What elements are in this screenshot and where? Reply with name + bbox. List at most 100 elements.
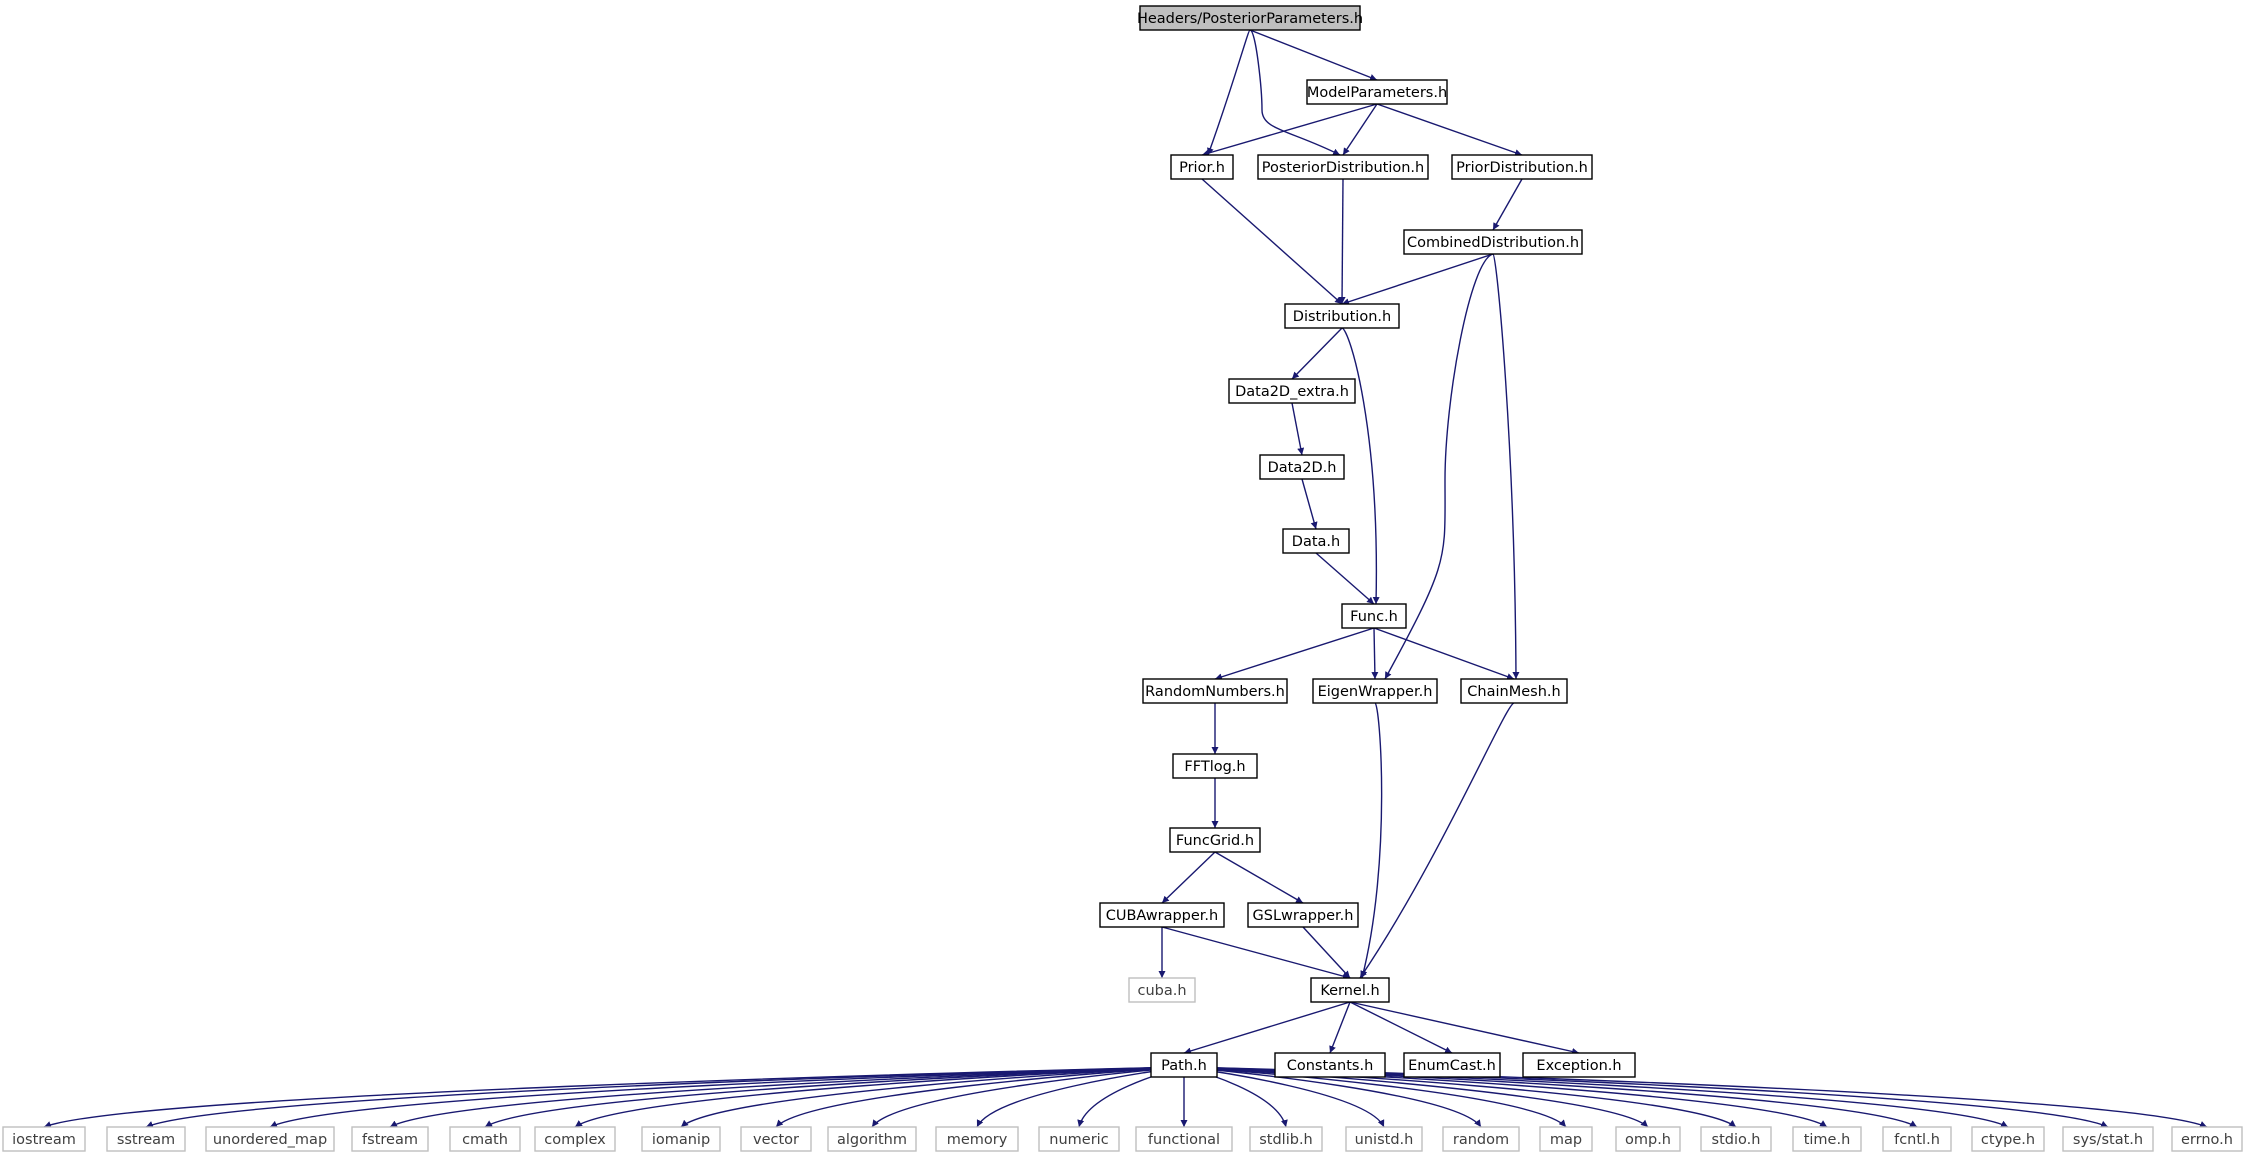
- node-ctype: ctype.h: [1971, 1126, 2045, 1152]
- node-functional: functional: [1135, 1126, 1233, 1152]
- node-chainmesh[interactable]: ChainMesh.h: [1460, 678, 1568, 704]
- node-box-gslwrapper: [1247, 902, 1359, 928]
- edge-func-to-chainmesh: [1373, 627, 1515, 680]
- node-label-distribution: Distribution.h: [1293, 309, 1391, 325]
- node-box-map: [1539, 1126, 1593, 1152]
- node-label-fftlog: FFTlog.h: [1184, 759, 1245, 775]
- node-box-unordered-map: [205, 1126, 335, 1152]
- node-kernel[interactable]: Kernel.h: [1310, 977, 1390, 1003]
- node-box-kernel: [1310, 977, 1390, 1003]
- node-label-priordistribution: PriorDistribution.h: [1456, 160, 1588, 176]
- node-eigenwrapper[interactable]: EigenWrapper.h: [1312, 678, 1438, 704]
- node-prior[interactable]: Prior.h: [1170, 154, 1234, 180]
- node-iomanip: iomanip: [641, 1126, 721, 1152]
- edge-priordistribution-to-combineddistribution: [1492, 178, 1523, 231]
- node-label-omp: omp.h: [1625, 1132, 1671, 1148]
- node-label-randomnumbers: RandomNumbers.h: [1145, 684, 1285, 700]
- edge-modelparameters-to-priordistribution: [1376, 103, 1523, 156]
- node-box-iomanip: [641, 1126, 721, 1152]
- edge-combineddistribution-to-eigenwrapper: [1384, 253, 1494, 680]
- node-label-algorithm: algorithm: [837, 1132, 907, 1148]
- node-memory: memory: [935, 1126, 1019, 1152]
- node-label-time: time.h: [1804, 1132, 1851, 1148]
- node-modelparameters[interactable]: ModelParameters.h: [1306, 79, 1448, 105]
- node-gslwrapper[interactable]: GSLwrapper.h: [1247, 902, 1359, 928]
- node-label-fstream: fstream: [362, 1132, 418, 1148]
- node-label-chainmesh: ChainMesh.h: [1467, 684, 1560, 700]
- node-posteriorparameters[interactable]: Headers/PosteriorParameters.h: [1137, 5, 1363, 31]
- node-stdio: stdio.h: [1700, 1126, 1772, 1152]
- node-box-exception: [1522, 1052, 1636, 1078]
- node-func[interactable]: Func.h: [1341, 603, 1407, 629]
- edge-kernel-to-constants: [1329, 1001, 1351, 1054]
- node-label-complex: complex: [544, 1132, 606, 1148]
- edge-func-to-randomnumbers: [1214, 627, 1375, 681]
- node-fcntl: fcntl.h: [1882, 1126, 1952, 1152]
- edge-kernel-to-exception: [1349, 1001, 1580, 1055]
- node-box-prior: [1170, 154, 1234, 180]
- node-unordered-map: unordered_map: [205, 1126, 335, 1152]
- node-box-chainmesh: [1460, 678, 1568, 704]
- node-box-path: [1150, 1052, 1218, 1078]
- node-box-cmath: [449, 1126, 521, 1152]
- node-box-sstream: [106, 1126, 186, 1152]
- edge-gslwrapper-to-kernel: [1302, 926, 1351, 979]
- node-cubawrapper[interactable]: CUBAwrapper.h: [1099, 902, 1225, 928]
- node-cuba: cuba.h: [1128, 977, 1196, 1003]
- node-path[interactable]: Path.h: [1150, 1052, 1218, 1078]
- node-data[interactable]: Data.h: [1282, 528, 1350, 554]
- edge-posteriorparameters-to-prior: [1207, 29, 1251, 156]
- edge-funcgrid-to-cubawrapper: [1161, 851, 1216, 904]
- node-label-kernel: Kernel.h: [1320, 983, 1379, 999]
- node-box-random: [1442, 1126, 1520, 1152]
- node-time: time.h: [1792, 1126, 1862, 1152]
- node-label-cubawrapper: CUBAwrapper.h: [1106, 908, 1218, 924]
- node-box-algorithm: [827, 1126, 917, 1152]
- node-complex: complex: [534, 1126, 616, 1152]
- node-box-posteriordistribution: [1257, 154, 1429, 180]
- node-box-data2d: [1259, 454, 1345, 480]
- node-box-distribution: [1284, 303, 1400, 329]
- node-exception[interactable]: Exception.h: [1522, 1052, 1636, 1078]
- edge-data2d-extra-to-data2d: [1291, 402, 1305, 456]
- node-box-memory: [935, 1126, 1019, 1152]
- node-box-ctype: [1971, 1126, 2045, 1152]
- edge-cubawrapper-to-kernel: [1161, 926, 1351, 980]
- node-fftlog[interactable]: FFTlog.h: [1172, 753, 1258, 779]
- node-label-gslwrapper: GSLwrapper.h: [1253, 908, 1354, 924]
- node-posteriordistribution[interactable]: PosteriorDistribution.h: [1257, 154, 1429, 180]
- node-box-sys-stat: [2062, 1126, 2154, 1152]
- node-data2d[interactable]: Data2D.h: [1259, 454, 1345, 480]
- node-box-modelparameters: [1306, 79, 1448, 105]
- node-box-eigenwrapper: [1312, 678, 1438, 704]
- edge-funcgrid-to-gslwrapper: [1214, 851, 1304, 904]
- node-label-sys-stat: sys/stat.h: [2073, 1132, 2143, 1148]
- node-label-sstream: sstream: [117, 1132, 175, 1148]
- node-label-map: map: [1550, 1132, 1582, 1148]
- node-box-fftlog: [1172, 753, 1258, 779]
- node-label-numeric: numeric: [1049, 1132, 1108, 1148]
- node-random: random: [1442, 1126, 1520, 1152]
- edge-distribution-to-func: [1341, 327, 1380, 605]
- node-enumcast[interactable]: EnumCast.h: [1403, 1052, 1501, 1078]
- node-distribution[interactable]: Distribution.h: [1284, 303, 1400, 329]
- node-label-modelparameters: ModelParameters.h: [1307, 85, 1447, 101]
- node-priordistribution[interactable]: PriorDistribution.h: [1451, 154, 1593, 180]
- node-label-funcgrid: FuncGrid.h: [1176, 833, 1254, 849]
- node-funcgrid[interactable]: FuncGrid.h: [1169, 827, 1261, 853]
- node-combineddistribution[interactable]: CombinedDistribution.h: [1403, 229, 1583, 255]
- node-label-functional: functional: [1148, 1132, 1220, 1148]
- node-constants[interactable]: Constants.h: [1274, 1052, 1386, 1078]
- node-box-fcntl: [1882, 1126, 1952, 1152]
- node-label-combineddistribution: CombinedDistribution.h: [1407, 235, 1579, 251]
- node-box-posteriorparameters: [1139, 5, 1361, 31]
- node-box-omp: [1615, 1126, 1681, 1152]
- node-label-data2d: Data2D.h: [1268, 460, 1337, 476]
- node-data2d-extra[interactable]: Data2D_extra.h: [1228, 378, 1356, 404]
- node-randomnumbers[interactable]: RandomNumbers.h: [1142, 678, 1288, 704]
- node-box-cuba: [1128, 977, 1196, 1003]
- edge-func-to-eigenwrapper: [1371, 627, 1379, 680]
- node-errno: errno.h: [2171, 1126, 2243, 1152]
- node-label-cmath: cmath: [462, 1132, 508, 1148]
